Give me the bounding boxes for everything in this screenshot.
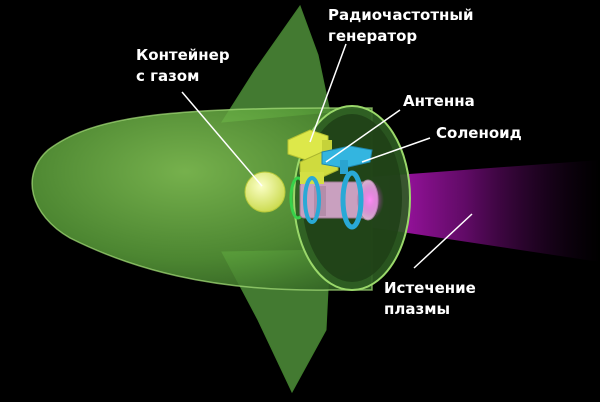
leader-line-plasma	[413, 213, 473, 269]
plasma-plume	[355, 160, 600, 262]
leader-line-antenna	[325, 109, 401, 163]
leader-line-solenoid	[361, 137, 431, 163]
gas-container	[244, 171, 286, 213]
label-plasma-line2: плазмы	[384, 300, 451, 318]
label-container-line1: Контейнер	[136, 46, 230, 64]
upper-fin	[221, 4, 331, 123]
leader-line-gas-container	[181, 91, 263, 187]
plasma-glow	[356, 180, 384, 220]
label-solenoid: Соленоид	[436, 124, 522, 142]
label-plasma-line1: Истечение	[384, 279, 476, 297]
solenoid	[303, 170, 364, 230]
label-antenna: Антенна	[403, 92, 475, 110]
label-container-line2: с газом	[136, 67, 200, 85]
leader-line-rf-generator	[309, 43, 347, 143]
label-rf-generator-line2: генератор	[328, 27, 418, 45]
hull-body	[31, 107, 373, 291]
label-rf-generator-line1: Радиочастотный	[328, 6, 474, 24]
